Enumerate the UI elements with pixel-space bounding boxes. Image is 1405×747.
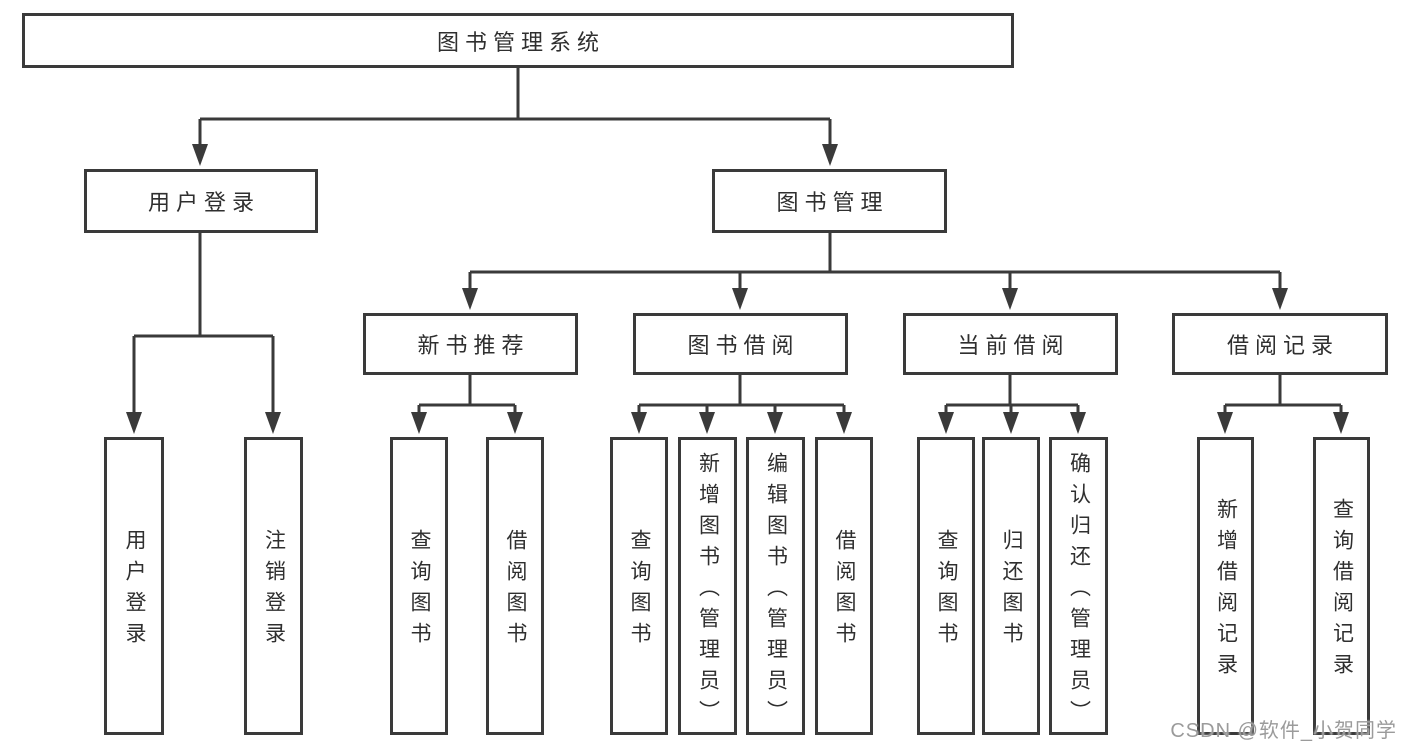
leaf-user-login: 用户登录 — [104, 437, 164, 735]
leaf-cb-return-book-label: 归还图书 — [1000, 529, 1023, 653]
leaf-bb-query-book: 查询图书 — [610, 437, 668, 735]
node-book-borrow: 图书借阅 — [633, 313, 848, 375]
edge-borrow-records — [1223, 375, 1343, 414]
node-book-borrow-label: 图书借阅 — [687, 333, 800, 358]
leaf-logout-label: 注销登录 — [262, 529, 286, 653]
leaf-bb-borrow-book-label: 借阅图书 — [833, 529, 856, 653]
leaf-user-login-label: 用户登录 — [123, 529, 146, 653]
leaf-bb-edit-book-admin-label: 编辑图书（管理员） — [764, 451, 788, 731]
leaf-nb-borrow-book: 借阅图书 — [486, 437, 544, 735]
leaf-bb-query-book-label: 查询图书 — [628, 529, 651, 653]
node-borrow-records-label: 借阅记录 — [1226, 333, 1339, 358]
leaf-bb-edit-book-admin: 编辑图书（管理员） — [746, 437, 805, 735]
leaf-br-add-record-label: 新增借阅记录 — [1214, 498, 1238, 684]
node-current-borrow-label: 当前借阅 — [957, 333, 1070, 358]
leaf-nb-query-book: 查询图书 — [390, 437, 448, 735]
leaf-logout: 注销登录 — [244, 437, 303, 735]
node-book-management: 图书管理 — [712, 169, 947, 233]
node-new-book-recommend: 新书推荐 — [363, 313, 578, 375]
node-root: 图书管理系统 — [22, 13, 1014, 68]
leaf-bb-add-book-admin: 新增图书（管理员） — [678, 437, 737, 735]
leaf-br-query-record: 查询借阅记录 — [1313, 437, 1370, 735]
leaf-cb-return-book: 归还图书 — [982, 437, 1040, 735]
leaf-bb-add-book-admin-label: 新增图书（管理员） — [696, 451, 720, 731]
node-user-login-label: 用户登录 — [147, 190, 260, 215]
edge-user-login — [132, 233, 275, 414]
edge-book-management — [468, 233, 1282, 291]
node-root-label: 图书管理系统 — [436, 29, 605, 55]
edge-root — [198, 68, 832, 147]
node-borrow-records: 借阅记录 — [1172, 313, 1388, 375]
leaf-cb-query-book: 查询图书 — [917, 437, 975, 735]
node-current-borrow: 当前借阅 — [903, 313, 1118, 375]
leaf-cb-query-book-label: 查询图书 — [935, 529, 958, 653]
leaf-nb-query-book-label: 查询图书 — [408, 529, 431, 653]
leaf-nb-borrow-book-label: 借阅图书 — [504, 529, 527, 653]
node-book-management-label: 图书管理 — [776, 190, 889, 215]
node-user-login: 用户登录 — [84, 169, 318, 233]
leaf-br-query-record-label: 查询借阅记录 — [1330, 498, 1354, 684]
leaf-cb-confirm-return-admin: 确认归还（管理员） — [1049, 437, 1108, 735]
edge-book-borrow — [637, 375, 846, 414]
edge-new-book-recommend — [417, 375, 517, 414]
csdn-watermark: CSDN @软件_小贺同学 — [1170, 720, 1397, 742]
leaf-bb-borrow-book: 借阅图书 — [815, 437, 873, 735]
node-new-book-recommend-label: 新书推荐 — [417, 333, 530, 358]
arrowheads — [126, 144, 1349, 434]
leaf-cb-confirm-return-admin-label: 确认归还（管理员） — [1067, 451, 1091, 731]
edge-current-borrow — [944, 375, 1080, 414]
leaf-br-add-record: 新增借阅记录 — [1197, 437, 1254, 735]
